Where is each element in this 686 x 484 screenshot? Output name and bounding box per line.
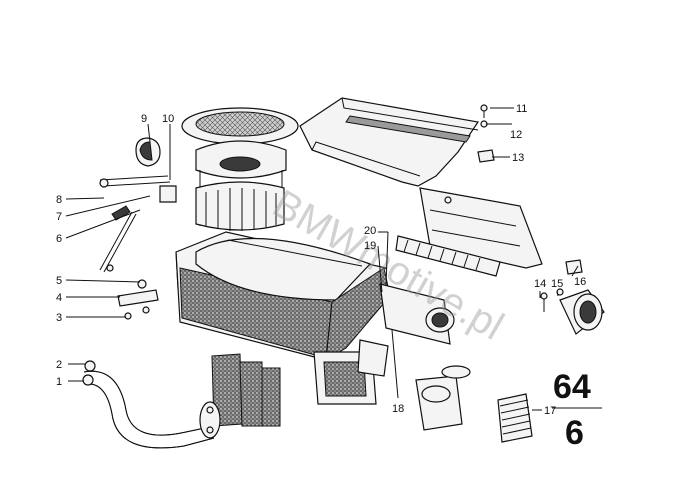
- elbow-duct: [415, 365, 471, 431]
- callout-15: 15: [551, 278, 563, 290]
- clip-part-13: [477, 149, 495, 163]
- callout-12: 12: [510, 129, 522, 141]
- callout-7: 7: [56, 211, 62, 223]
- section-number-minor: 6: [565, 414, 584, 452]
- callout-14: 14: [534, 278, 546, 290]
- vent-grille: [395, 235, 501, 277]
- bracket-part-16: [565, 259, 583, 275]
- callout-8: 8: [56, 194, 62, 206]
- water-hose-pair: [82, 360, 215, 449]
- callout-9: 9: [141, 113, 147, 125]
- callout-17: 17: [544, 405, 556, 417]
- foam-seal-blocks: [211, 353, 281, 427]
- hose-clamp-part-9: [135, 137, 161, 167]
- cover-plate: [299, 97, 480, 187]
- lower-duct-part-18: [313, 339, 389, 405]
- round-nozzle: [559, 289, 605, 335]
- callout-labels: 1 2 3 4 5 6 7 8 9 10 11 12 13 14 15 16 1…: [56, 103, 586, 417]
- callout-4: 4: [56, 292, 62, 304]
- blower-fan-assembly: [181, 107, 299, 231]
- air-duct-housing: [419, 187, 543, 269]
- section-number-major: 64: [553, 368, 591, 406]
- callout-10: 10: [162, 113, 174, 125]
- callout-3: 3: [56, 312, 62, 324]
- hose-flange: [199, 401, 221, 439]
- outlet-flap-housing: [379, 283, 455, 345]
- control-linkage: [99, 175, 177, 320]
- callout-11: 11: [516, 103, 527, 115]
- callout-16: 16: [574, 276, 586, 288]
- callout-6: 6: [56, 233, 62, 245]
- fastener-part-14: [540, 292, 548, 312]
- leader-lines: [65, 107, 579, 411]
- callout-2: 2: [56, 359, 62, 371]
- callout-5: 5: [56, 275, 62, 287]
- callout-18: 18: [392, 403, 404, 415]
- callout-20: 20: [364, 225, 376, 237]
- callout-19: 19: [364, 240, 376, 252]
- corrugated-hose-part-17: [497, 393, 533, 443]
- callout-1: 1: [56, 376, 62, 388]
- heater-box-main: [175, 231, 391, 361]
- callout-13: 13: [512, 152, 524, 164]
